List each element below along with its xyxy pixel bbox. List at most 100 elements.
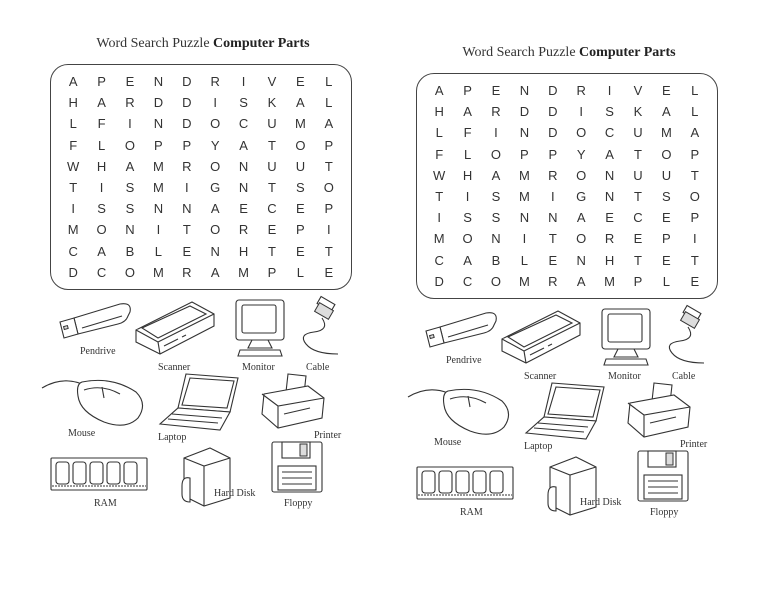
grid-letter: A (296, 95, 305, 111)
grid-letter: O (124, 264, 136, 280)
grid-letter: E (182, 243, 192, 259)
grid-letter: S (491, 210, 501, 226)
grid-letter: D (548, 83, 558, 99)
pendrive-icon (420, 307, 500, 348)
grid-letter: T (268, 180, 276, 196)
title-prefix: Word Search Puzzle (462, 45, 576, 60)
grid-letter: V (633, 83, 643, 99)
grid-letter: A (662, 104, 671, 120)
grid-letter: H (462, 167, 473, 183)
grid-letter: N (238, 158, 249, 174)
grid-letter: T (324, 243, 333, 259)
grid-letter: B (125, 243, 135, 259)
grid-letter: O (462, 231, 473, 247)
laptop-label: Laptop (158, 432, 187, 443)
grid-letter: W (67, 158, 80, 174)
grid-letter: U (661, 167, 672, 183)
grid-letter: O (295, 137, 306, 153)
scanner-icon (134, 300, 216, 358)
pendrive-label: Pendrive (80, 346, 116, 357)
grid-letter: T (690, 252, 699, 268)
grid-letter: Y (576, 146, 586, 162)
grid-letter: R (548, 167, 558, 183)
harddisk-icon (546, 455, 600, 517)
grid-letter: M (433, 231, 445, 247)
grid-letter: E (662, 252, 671, 268)
grid-letter: E (548, 252, 558, 268)
grid-letter: E (296, 201, 305, 217)
grid-letter: A (210, 201, 220, 217)
grid-letter: M (518, 273, 530, 289)
printer-label: Printer (314, 430, 342, 441)
grid-letter: A (434, 83, 444, 99)
grid-letter: A (97, 95, 106, 111)
grid-letter: N (182, 201, 192, 217)
grid-letter: O (210, 222, 221, 238)
scanner-icon (500, 309, 582, 367)
grid-letter: A (690, 125, 700, 141)
grid-letter: O (210, 116, 221, 132)
grid-letter: E (662, 210, 671, 226)
grid-letter: T (324, 158, 333, 174)
grid-letter: E (662, 83, 671, 99)
monitor-icon (232, 298, 288, 360)
grid-letter: P (154, 137, 163, 153)
grid-letter: I (465, 189, 470, 205)
grid-letter: F (69, 137, 78, 153)
grid-letter: U (633, 167, 643, 183)
grid-letter: A (239, 137, 248, 153)
grid-letter: E (491, 83, 501, 99)
grid-letter: H (96, 158, 107, 174)
grid-letter: E (296, 243, 305, 259)
grid-letter: C (68, 243, 78, 259)
floppy-icon (270, 440, 326, 496)
monitor-label: Monitor (608, 371, 641, 382)
grid-letter: N (548, 210, 558, 226)
grid-letter: M (294, 116, 306, 132)
grid-letter: M (67, 222, 79, 238)
grid-letter: T (690, 167, 699, 183)
grid-letter: L (463, 146, 472, 162)
grid-letter: H (604, 252, 615, 268)
grid-letter: E (296, 74, 305, 90)
grid-letter: T (69, 180, 78, 196)
grid-letter: M (518, 167, 530, 183)
harddisk-label: Hard Disk (580, 497, 622, 508)
grid-letter: I (184, 180, 189, 196)
grid-letter: R (491, 104, 501, 120)
grid-letter: N (125, 222, 135, 238)
grid-letter: O (689, 189, 700, 205)
grid-letter: U (295, 158, 306, 174)
grid-letter: P (463, 83, 472, 99)
grid-letter: F (435, 146, 444, 162)
grid-letter: U (633, 125, 643, 141)
grid-letter: S (605, 104, 614, 120)
grid-letter: S (239, 95, 248, 111)
grid-letter: D (182, 74, 192, 90)
scanner-label: Scanner (158, 362, 191, 373)
grid-letter: C (238, 116, 249, 132)
laptop-label: Laptop (524, 441, 553, 452)
grid-letter: S (97, 201, 106, 217)
grid-letter: T (634, 189, 642, 205)
grid-letter: N (519, 83, 530, 99)
grid-letter: I (579, 104, 583, 120)
grid-letter: I (494, 125, 498, 141)
grid-letter: O (576, 231, 587, 247)
grid-letter: A (125, 158, 135, 174)
ram-label: RAM (460, 507, 483, 518)
grid-letter: L (325, 95, 333, 111)
grid-letter: R (210, 74, 220, 90)
mouse-icon (407, 383, 518, 443)
grid-letter: P (97, 74, 106, 90)
grid-letter: U (267, 116, 277, 132)
grid-letter: C (434, 252, 444, 268)
grid-letter: N (153, 201, 164, 217)
worksheet-title: Word Search Puzzle Computer Parts (38, 36, 368, 52)
grid-letter: L (97, 137, 106, 153)
mouse-icon (41, 374, 152, 434)
monitor-icon (598, 307, 654, 369)
